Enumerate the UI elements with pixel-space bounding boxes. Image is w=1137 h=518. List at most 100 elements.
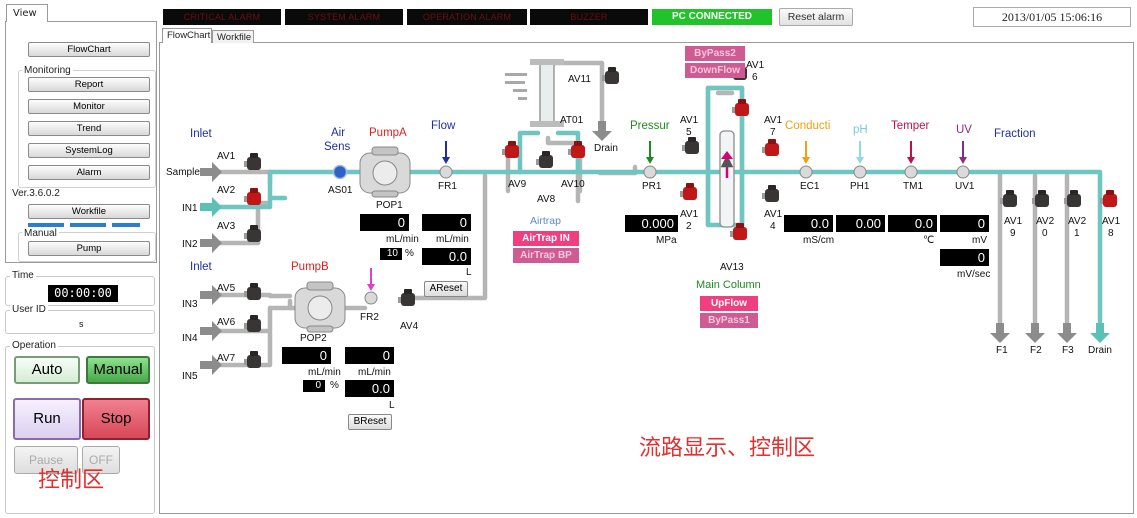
- valve-av10-icon[interactable]: [568, 141, 585, 158]
- stop-button[interactable]: Stop: [82, 398, 150, 440]
- valve-label-av6: AV6: [217, 317, 236, 328]
- airtrap-vessel: [505, 59, 564, 127]
- datetime-display: 2013/01/05 15:06:16: [973, 7, 1131, 27]
- flow-sensor-tag: FR1: [438, 181, 457, 192]
- operation-label: Operation: [10, 340, 58, 351]
- airtrap-bp-button[interactable]: AirTrap BP: [513, 248, 579, 263]
- valve-av3-icon[interactable]: [244, 225, 261, 242]
- pump-a-volume-unit: mL/min: [436, 234, 469, 245]
- pump-a-reset-button[interactable]: AReset: [424, 281, 468, 297]
- uv-unit: mV: [972, 235, 987, 246]
- pump-b-reset-button[interactable]: BReset: [348, 414, 392, 430]
- systemlog-button[interactable]: SystemLog: [28, 143, 150, 158]
- valve-label-av18a: AV1: [1102, 216, 1121, 227]
- buzzer-indicator: BUZZER: [530, 9, 648, 25]
- workfile-button[interactable]: Workfile: [28, 204, 150, 219]
- flow-sensor-label: Flow: [431, 120, 456, 132]
- valve-av8-icon[interactable]: [536, 151, 553, 168]
- pump-b-volume-unit: mL/min: [358, 367, 391, 378]
- airtrap-in-button[interactable]: AirTrap IN: [513, 231, 579, 246]
- valve-label-av19b: 9: [1010, 228, 1016, 239]
- valve-av19-icon[interactable]: [1000, 190, 1017, 207]
- pressure-unit: MPa: [656, 235, 677, 246]
- air-sens-tag: AS01: [328, 185, 353, 196]
- monitor-button[interactable]: Monitor: [28, 99, 150, 114]
- uv-value: 0: [940, 215, 989, 232]
- pressure-tag: PR1: [642, 181, 662, 192]
- valve-av11-icon[interactable]: [602, 67, 619, 84]
- pump-button[interactable]: Pump: [28, 241, 150, 256]
- source-in5: IN5: [182, 371, 198, 382]
- pump-b-volume-value: 0.0: [345, 380, 394, 397]
- control-area-annotation: 控制区: [38, 468, 105, 493]
- ph-label: pH: [853, 124, 868, 136]
- uv-label: UV: [956, 124, 972, 136]
- time-label: Time: [10, 270, 36, 281]
- valve-av21-icon[interactable]: [1064, 190, 1081, 207]
- valve-label-av12b: 2: [686, 221, 692, 232]
- valve-av7-icon[interactable]: [244, 351, 261, 368]
- report-button[interactable]: Report: [28, 77, 150, 92]
- time-value: 00:00:00: [48, 285, 118, 302]
- valve-label-av16b: 6: [752, 72, 758, 83]
- conductivity-label: Conducti: [785, 120, 831, 132]
- trend-button[interactable]: Trend: [28, 121, 150, 136]
- valve-av4-icon[interactable]: [398, 289, 415, 306]
- manual-button[interactable]: Manual: [86, 356, 150, 384]
- valve-av9-icon[interactable]: [502, 141, 519, 158]
- run-button[interactable]: Run: [13, 398, 81, 440]
- drain-arrow-active: [1090, 323, 1110, 343]
- upflow-button[interactable]: UpFlow: [700, 296, 758, 311]
- inlet-b-label: Inlet: [190, 261, 212, 273]
- tab-workfile[interactable]: Workfile: [212, 30, 254, 43]
- airtrap-drain-label: Drain: [594, 143, 618, 154]
- valve-label-av8: AV8: [537, 194, 556, 205]
- valve-label-av14b: 4: [770, 221, 776, 232]
- valve-label-av18b: 8: [1108, 228, 1114, 239]
- valve-label-av12a: AV1: [680, 209, 699, 220]
- valve-av6-icon[interactable]: [244, 315, 261, 332]
- valve-av15-icon[interactable]: [682, 137, 699, 154]
- bypass2-button[interactable]: ByPass2: [685, 46, 745, 61]
- valve-av18-icon[interactable]: [1100, 190, 1117, 207]
- off-button[interactable]: OFF: [82, 446, 120, 474]
- pump-a-percent-unit: %: [405, 248, 414, 259]
- air-sensor-icon: [332, 164, 348, 180]
- source-in3: IN3: [182, 299, 198, 310]
- valve-label-av15a: AV1: [680, 115, 699, 126]
- left-control-panel: View FlowChart Monitoring Report Monitor…: [0, 0, 160, 518]
- pause-button[interactable]: Pause: [14, 446, 78, 474]
- valve-av2-icon[interactable]: [244, 188, 261, 205]
- valve-av5-icon[interactable]: [244, 283, 261, 300]
- outlet-f3: F3: [1062, 345, 1074, 356]
- valve-av13-icon[interactable]: [730, 223, 747, 240]
- pump-b-volume-top: 0: [345, 347, 394, 364]
- source-in4: IN4: [182, 333, 198, 344]
- pump-a-tag: POP1: [376, 200, 403, 211]
- conductivity-value: 0.0: [784, 215, 833, 232]
- valve-av12-icon[interactable]: [680, 183, 697, 200]
- valve-label-av2: AV2: [217, 185, 236, 196]
- reset-alarm-button[interactable]: Reset alarm: [779, 8, 853, 26]
- valve-av17-icon[interactable]: [732, 99, 749, 116]
- flowchart-button[interactable]: FlowChart: [28, 42, 150, 57]
- user-id-label: User ID: [10, 304, 48, 315]
- bypass1-button[interactable]: ByPass1: [700, 313, 758, 328]
- valve-av1-icon[interactable]: [244, 153, 261, 170]
- tab-flowchart[interactable]: FlowChart: [162, 28, 212, 43]
- auto-button[interactable]: Auto: [14, 356, 80, 384]
- pressure-value: 0.000: [625, 215, 678, 232]
- valve-av17b-icon[interactable]: [762, 139, 779, 156]
- valve-label-av14a: AV1: [764, 209, 783, 220]
- valve-label-av7: AV7: [217, 353, 236, 364]
- valve-av20-icon[interactable]: [1032, 190, 1049, 207]
- fr2-tag: FR2: [360, 312, 379, 323]
- downflow-button[interactable]: DownFlow: [685, 63, 745, 78]
- air-sens-label-1: Air: [331, 127, 346, 139]
- view-tab[interactable]: View: [6, 4, 48, 22]
- pump-b-flow-value: 0: [282, 347, 331, 364]
- valve-label-av17b: 7: [770, 127, 776, 138]
- alarm-button[interactable]: Alarm: [28, 165, 150, 180]
- valve-av14-icon[interactable]: [762, 185, 779, 202]
- valve-label-av17a: AV1: [764, 115, 783, 126]
